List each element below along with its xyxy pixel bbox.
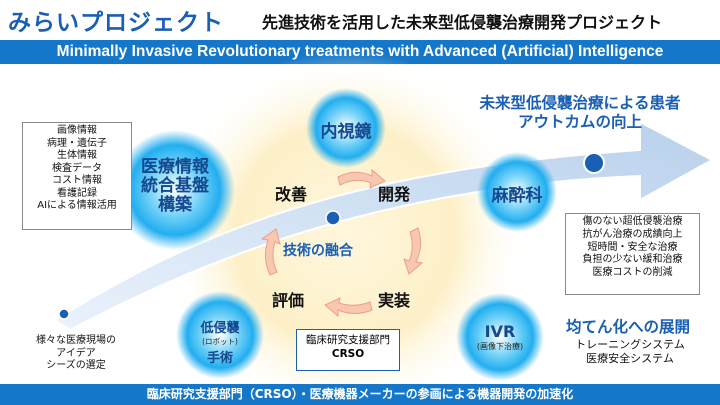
list-item: 負担の少ない緩和治療 (582, 254, 683, 266)
node-lowinvasive-glow (176, 291, 264, 379)
crso-abbrev: CRSO (331, 348, 365, 360)
list-item: 様々な医療現場の (36, 335, 116, 346)
list-item: シーズの選定 (46, 360, 106, 371)
field-ideas-note: 様々な医療現場の アイデア シーズの選定 (28, 335, 124, 373)
list-item: AIによる情報活用 (37, 200, 117, 211)
outcome-line2: アウトカムの向上 (517, 113, 642, 131)
benefit-list: 傷のない超低侵襲治療 抗がん治療の成績向上 短時間・安全な治療 負担の少ない緩和… (565, 213, 700, 295)
node-medinfo-label: 医療情報 統合基盤 構築 (125, 158, 225, 215)
list-item: 検査データ (52, 162, 102, 174)
node-ivr-title: IVR (484, 322, 516, 341)
node-lowinvasive-title: 低侵襲 (200, 321, 240, 336)
data-source-list: 画像情報 病理・遺伝子 生体情報 検査データ コスト情報 看護記録 AIによる情… (22, 122, 132, 230)
list-item: 傷のない超低侵襲治療 (582, 216, 683, 227)
technology-fusion-label: 技術の融合 (283, 243, 353, 259)
crso-box: 臨床研究支援部門 CRSO (296, 329, 400, 371)
cycle-arrow-bottom (324, 297, 373, 318)
milestone-dot-outcome (583, 152, 605, 174)
page-title: みらいプロジェクト (8, 10, 224, 36)
list-item: 医療コストの削減 (592, 267, 673, 279)
node-medinfo-line3: 構築 (158, 195, 192, 215)
list-item: アイデア (56, 347, 96, 359)
footer-banner: 臨床研究支援部門（CRSO）・医療機器メーカーの参画による機器開発の加速化 (0, 384, 720, 405)
cycle-arrow-top (337, 168, 386, 189)
outcome-line1: 未来型低侵襲治療による患者 (479, 94, 681, 112)
node-medinfo-line2: 統合基盤 (141, 176, 209, 196)
list-item: 看護記録 (57, 187, 97, 199)
cycle-arrow-left (260, 228, 281, 276)
list-item: 医療安全システム (586, 352, 674, 365)
node-ivr-subtitle: (画像下治療) (476, 342, 524, 351)
list-item: 画像情報 (57, 125, 97, 136)
list-item: トレーニングシステム (575, 338, 685, 351)
node-lowinvasive-subtitle: (ロボット) (202, 337, 238, 346)
equalization-heading: 均てん化への展開 (565, 318, 690, 336)
cycle-develop: 開発 (378, 185, 411, 204)
cycle-evaluate: 評価 (272, 291, 305, 310)
node-endoscope-glow (306, 88, 386, 168)
equalization-list: トレーニングシステム 医療安全システム (560, 338, 700, 366)
node-ivr-glow (456, 293, 544, 381)
list-item: 抗がん治療の成績向上 (582, 228, 683, 240)
page-subtitle: 先進技術を活用した未来型低侵襲治療開発プロジェクト (262, 13, 663, 32)
outcome-heading: 未来型低侵襲治療による患者 アウトカムの向上 (455, 94, 705, 132)
milestone-dot-center (325, 210, 341, 226)
node-surgery-title: 手術 (206, 351, 233, 366)
list-item: 短時間・安全な治療 (587, 241, 678, 253)
node-endoscope-label: 内視鏡 (320, 122, 372, 142)
header-background (0, 0, 720, 40)
node-medinfo-glow (115, 130, 235, 250)
list-item: 病理・遺伝子 (47, 137, 107, 149)
node-medinfo-line1: 医療情報 (141, 157, 209, 177)
cycle-arrow-right (403, 227, 424, 275)
node-lowinvasive-label: 低侵襲 (ロボット) 手術 (180, 317, 260, 366)
cycle-improve: 改善 (275, 185, 308, 204)
node-ivr-label: IVR (画像下治療) (460, 322, 540, 352)
crso-name: 臨床研究支援部門 (306, 334, 390, 346)
node-anesthesia-glow (477, 152, 557, 232)
cycle-implement: 実装 (378, 291, 411, 310)
node-anesthesia-label: 麻酔科 (491, 186, 543, 206)
list-item: 生体情報 (57, 150, 97, 161)
milestone-dot-start (58, 308, 70, 320)
list-item: コスト情報 (52, 175, 102, 186)
